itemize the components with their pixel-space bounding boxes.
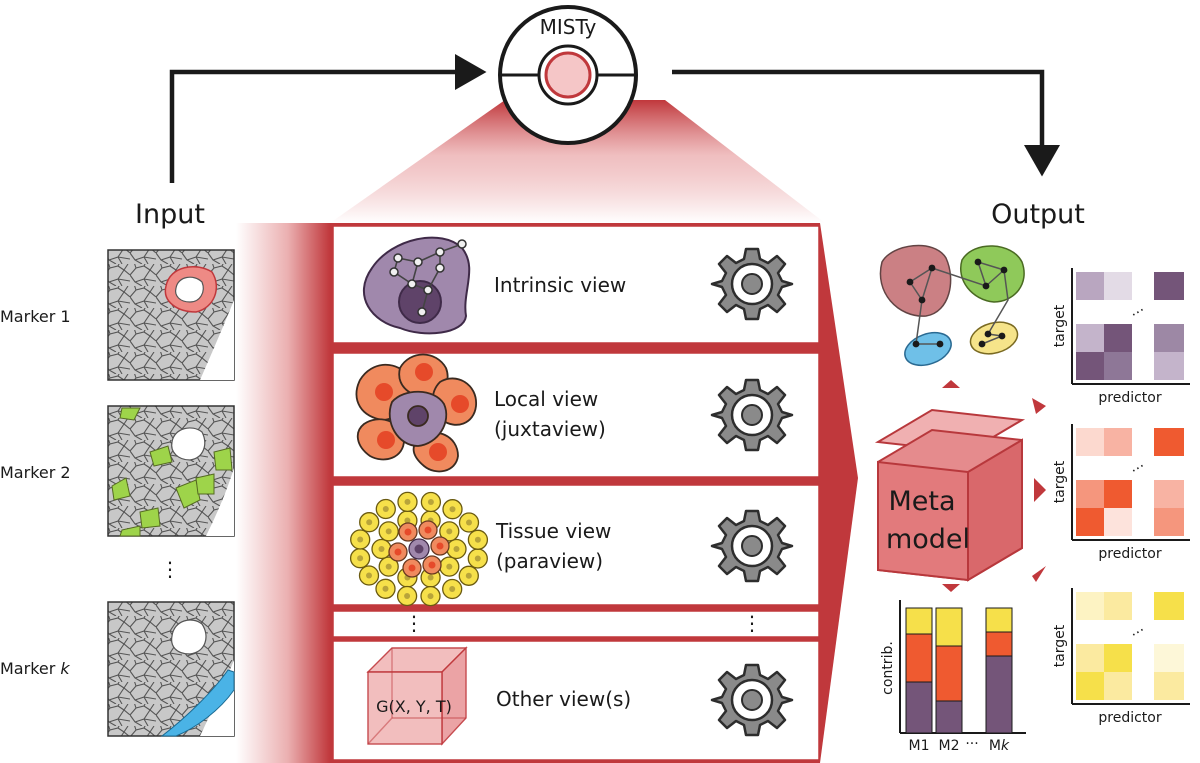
- tissue-cell-nucleus: [465, 572, 472, 579]
- meta-model-line2: model: [886, 524, 970, 555]
- meta-model-arrows: [942, 380, 1046, 592]
- local-view-label: Local view: [494, 387, 598, 411]
- tissue-cells-icon: [349, 491, 489, 607]
- meta-model-cube: [874, 408, 1026, 582]
- output-heading: Output: [991, 199, 1085, 230]
- other-view-label: Other view(s): [496, 687, 631, 711]
- meta-model-line1: Meta: [888, 486, 955, 517]
- local-view-sublabel: (juxtaview): [494, 417, 606, 441]
- contrib-axis-label: contrib.: [880, 641, 896, 695]
- tissue-cell-nucleus: [446, 528, 453, 535]
- tissue-view-sublabel: (paraview): [496, 549, 603, 573]
- models-dots: ···: [965, 736, 978, 752]
- tissue-cell-nucleus: [357, 536, 364, 543]
- tissue-cell-nucleus: [404, 498, 411, 505]
- tissue-cell-nucleus: [474, 555, 481, 562]
- tissue-cell-nucleus: [366, 519, 373, 526]
- marker-2-tile: [107, 405, 235, 537]
- matrix-dots: ⋯: [1128, 302, 1148, 323]
- tissue-cell-nucleus: [357, 555, 364, 562]
- matrix-predictor-label: predictor: [1098, 710, 1161, 726]
- tissue-matrix: ⋯ target predictor: [1052, 588, 1190, 726]
- tissue-cell-nucleus: [427, 574, 434, 581]
- input-heading: Input: [135, 199, 205, 230]
- marker-k-tile: [107, 601, 235, 737]
- intrinsic-view-label: Intrinsic view: [494, 273, 626, 297]
- matrix-target-label: target: [1052, 460, 1068, 503]
- tissue-cell-nucleus: [378, 546, 385, 552]
- tissue-cell-nucleus: [453, 546, 460, 552]
- tissue-cell-nucleus: [366, 572, 372, 579]
- local-gear-icon: [710, 378, 794, 452]
- model-m2-label: M2: [939, 738, 960, 754]
- intrinsic-gear-icon: [710, 247, 794, 321]
- misty-title: MISTy: [540, 15, 597, 39]
- intrinsic-cell-icon: [362, 236, 471, 335]
- matrix-target-label: target: [1052, 624, 1068, 667]
- tissue-cell-nucleus: [404, 517, 411, 524]
- local-matrix: ⋯ target predictor: [1052, 424, 1190, 562]
- output-network: [879, 244, 1025, 367]
- marker-k-label: Marker k: [0, 659, 70, 678]
- matrix-predictor-label: predictor: [1098, 390, 1161, 406]
- matrix-dots: ⋯: [1128, 622, 1148, 643]
- misty-cone: [330, 100, 825, 223]
- tissue-cell-nucleus: [449, 506, 456, 513]
- other-view-formula: G(X, Y, T): [376, 697, 452, 716]
- tissue-gear-icon: [710, 509, 794, 583]
- flow-arrows: [169, 54, 1060, 183]
- tissue-cell-nucleus: [385, 563, 392, 570]
- misty-logo: MISTy: [498, 5, 638, 145]
- contribution-chart: contrib. M1 M2 ··· Mk: [880, 600, 1026, 754]
- marker-1-tile: [107, 249, 235, 381]
- tissue-cell-nucleus: [382, 585, 389, 592]
- tissue-cell-nucleus: [404, 593, 411, 599]
- other-view-cube-icon: [366, 646, 468, 746]
- views-ellipsis-right: ⋮: [742, 611, 762, 635]
- importance-matrices: ⋯ target predictor ⋯ target predictor: [1052, 268, 1190, 726]
- matrix-dots: ⋯: [1128, 458, 1148, 479]
- tissue-cell-nucleus: [449, 586, 456, 592]
- local-cells-icon: [355, 353, 477, 473]
- tissue-cell-nucleus: [466, 519, 472, 526]
- model-m1-label: M1: [909, 738, 930, 754]
- tissue-cell-nucleus: [446, 563, 453, 570]
- marker-1-label: Marker 1: [0, 307, 71, 326]
- markers-ellipsis: ⋮: [160, 557, 180, 581]
- tissue-cell-nucleus: [427, 499, 434, 505]
- tissue-cell-nucleus: [382, 506, 389, 512]
- tissue-cell-nucleus: [385, 528, 392, 535]
- matrix-predictor-label: predictor: [1098, 546, 1161, 562]
- views-ellipsis-left: ⋮: [404, 611, 424, 635]
- views-side-gradient: [236, 223, 330, 763]
- model-mk-label: Mk: [989, 738, 1010, 754]
- tissue-cell-nucleus: [427, 593, 434, 600]
- other-gear-icon: [710, 663, 794, 737]
- marker-2-label: Marker 2: [0, 463, 71, 482]
- intrinsic-matrix: ⋯ target predictor: [1052, 268, 1190, 406]
- views-output-wedge: [820, 223, 858, 763]
- input-to-misty-arrow: [169, 54, 487, 183]
- tissue-cell-nucleus: [474, 536, 481, 543]
- tissue-view-label: Tissue view: [495, 519, 611, 543]
- misty-to-output-arrow: [672, 69, 1060, 177]
- matrix-target-label: target: [1052, 304, 1068, 347]
- views-ellipsis-row: [332, 610, 820, 638]
